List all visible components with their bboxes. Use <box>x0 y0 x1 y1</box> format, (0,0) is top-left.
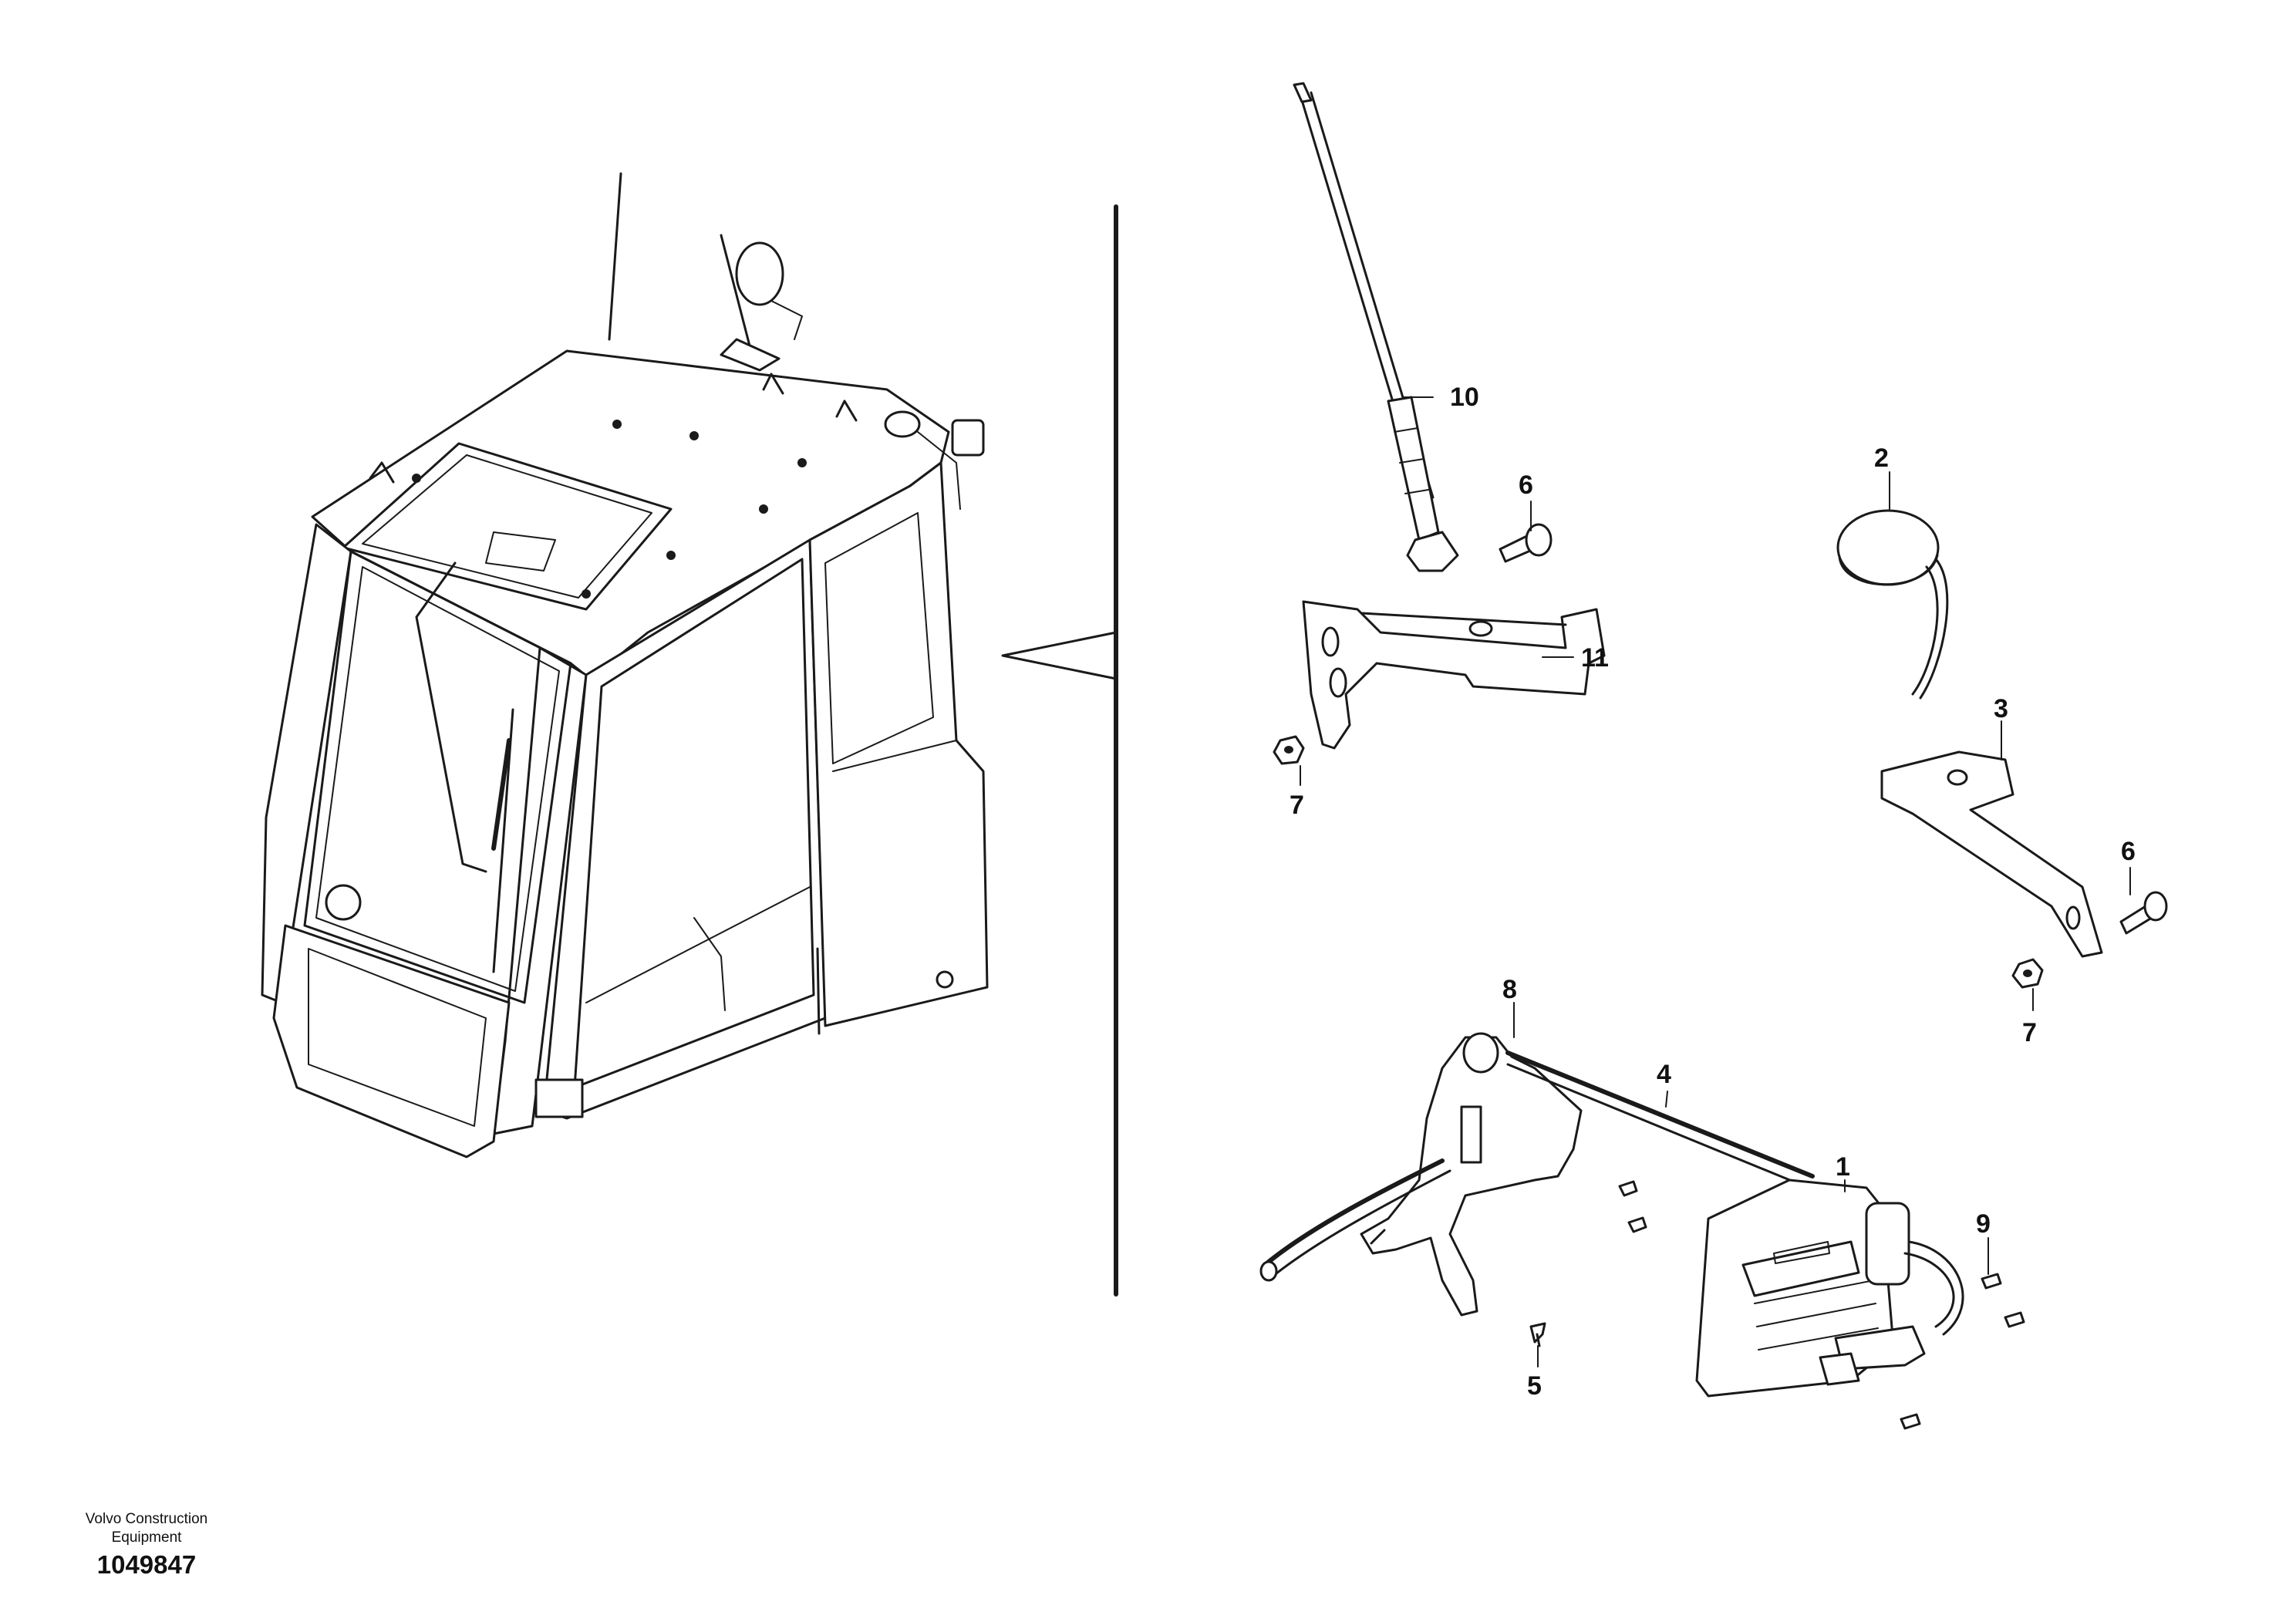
antenna-bracket-part <box>1302 600 1606 750</box>
callout-3: 3 <box>1994 694 2008 723</box>
callout-labels: 10 6 11 7 2 3 6 7 8 4 1 9 5 <box>1290 383 2136 1401</box>
screw-part-top <box>1499 523 1553 563</box>
callout-6-right: 6 <box>2121 837 2136 866</box>
small-screws <box>1618 1180 2025 1430</box>
cable-harness-part <box>1259 1050 1815 1282</box>
nut-part-left <box>1273 735 1305 765</box>
operator-cab-illustration <box>261 172 989 1158</box>
gps-bracket-part <box>1880 750 2103 958</box>
assembly-bracket-line <box>1001 204 1118 1297</box>
callout-11: 11 <box>1581 643 1609 673</box>
screw-part-right <box>2119 891 2168 935</box>
antenna-rod-part <box>1293 82 1459 572</box>
callout-5: 5 <box>1527 1371 1542 1401</box>
electronic-control-unit-part <box>1695 1179 1964 1398</box>
callout-1: 1 <box>1836 1152 1850 1182</box>
callout-7-right: 7 <box>2022 1018 2037 1047</box>
leader-lines <box>1300 396 2131 1367</box>
callout-8: 8 <box>1502 975 1517 1004</box>
control-unit-bracket-part <box>1360 1032 1583 1317</box>
callout-4: 4 <box>1657 1060 1671 1089</box>
brand-line-1: Volvo Construction <box>85 1511 208 1527</box>
screw-part-5 <box>1529 1322 1546 1347</box>
callout-2: 2 <box>1874 443 1889 473</box>
nut-part-right <box>2011 958 2044 989</box>
callout-6-top: 6 <box>1519 470 1533 500</box>
gps-antenna-part <box>1836 509 1949 700</box>
brand-line-2: Equipment <box>111 1529 182 1546</box>
callout-9: 9 <box>1976 1209 1991 1239</box>
callout-7-left: 7 <box>1290 791 1304 820</box>
brand-caption: Volvo Construction Equipment <box>31 1510 262 1547</box>
callout-10: 10 <box>1450 383 1479 412</box>
leader-4 <box>1665 1091 1668 1108</box>
document-number: 1049847 <box>96 1550 197 1579</box>
